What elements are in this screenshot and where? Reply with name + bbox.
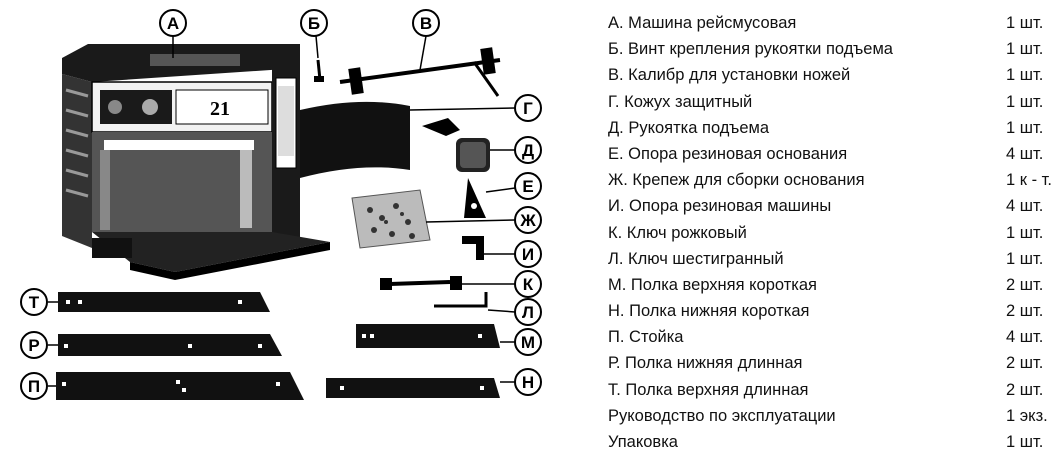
callout-l-label: Л [522,303,534,322]
part-name: А. Машина рейсмусовая [608,14,797,32]
callout-r-label: Р [28,336,39,355]
part-name: Д. Рукоятка подъема [608,118,770,137]
part-row: Е. Опора резиновая основания 4 шт. [608,141,1060,167]
part-name: М. Полка верхняя короткая [608,275,817,294]
part-name: Ж. Крепеж для сборки основания [608,171,865,190]
callout-e-circle [514,172,542,200]
part-row: Л. Ключ шестигранный 1 шт. [608,246,1060,272]
part-name: Е. Опора резиновая основания [608,144,848,163]
callout-b-label: Б [308,14,320,33]
part-name: Г. Кожух защитный [608,92,753,111]
callout-p-label: П [28,377,40,396]
thickness-planer-machine: 21 [62,44,330,280]
part-quantity: 1 шт. [1006,92,1044,111]
callout-zh-label: Ж [519,211,536,230]
part-name: Н. Полка нижняя короткая [608,302,810,321]
part-quantity: 2 шт. [1006,380,1044,399]
machine-rubber-foot [462,236,484,260]
lifting-handle [422,118,490,172]
part-row: И. Опора резиновая машины 4 шт. [608,193,1060,219]
part-name: Р. Полка нижняя длинная [608,354,803,373]
part-quantity: 1 шт. [1006,40,1044,59]
part-quantity: 2 шт. [1006,354,1044,373]
upper-short-shelf [356,324,500,348]
part-row: П. Стойка 4 шт. [608,324,1060,350]
part-name: В. Калибр для установки ножей [608,66,851,85]
part-quantity: 4 шт. [1006,144,1044,163]
part-row: Ж. Крепеж для сборки основания 1 к - т. [608,167,1060,193]
hex-key [434,292,488,308]
part-quantity: 4 шт. [1006,197,1044,216]
part-row: В. Калибр для установки ножей 1 шт. [608,62,1060,88]
callout-a-circle [159,9,187,37]
part-quantity: 1 экз. [1006,406,1048,425]
part-quantity: 4 шт. [1006,328,1044,347]
part-name: Б. Винт крепления рукоятки подъема [608,40,893,59]
callout-e-label: Е [522,177,533,196]
callout-n-label: Н [522,373,534,392]
callout-k-circle [514,270,542,298]
protective-cover [300,101,410,178]
lower-short-shelf [326,378,500,398]
fastener-bag [351,189,431,249]
callout-a-label: А [167,14,179,33]
stand-leg [56,372,304,400]
callout-v-circle [412,9,440,37]
part-row: Р. Полка нижняя длинная 2 шт. [608,350,1060,376]
part-row: А. Машина рейсмусовая 1 шт. [608,10,1060,36]
part-quantity: 1 шт. [1006,66,1044,85]
part-name: Л. Ключ шестигранный [608,249,784,268]
callout-d-circle [514,136,542,164]
part-name: И. Опора резиновая машины [608,197,832,216]
part-quantity: 2 шт. [1006,275,1044,294]
callout-k-label: К [523,275,534,294]
part-quantity: 1 шт. [1006,223,1044,242]
part-name: П. Стойка [608,328,684,347]
upper-long-shelf [58,292,270,312]
callout-m-label: М [521,333,535,352]
part-quantity: 1 шт. [1006,14,1044,32]
callout-p-circle [20,372,48,400]
callout-zh-circle [514,206,542,234]
handle-screw [314,59,324,82]
part-quantity: 1 шт. [1006,249,1044,268]
part-quantity: 2 шт. [1006,302,1044,321]
base-rubber-foot [464,178,486,218]
callout-t-label: Т [29,293,40,312]
part-quantity: 1 шт. [1006,118,1044,137]
part-row: К. Ключ рожковый 1 шт. [608,220,1060,246]
callout-m-circle [514,328,542,356]
callout-l-circle [514,298,542,326]
part-row: Т. Полка верхняя длинная 2 шт. [608,377,1060,403]
callout-g-circle [514,94,542,122]
part-row: Руководство по эксплуатации 1 экз. [608,403,1060,429]
parts-illustration: 21 А Б В Г [20,9,542,400]
callout-i-circle [514,240,542,268]
part-row: Упаковка 1 шт. [608,429,1060,455]
part-name: Упаковка [608,433,678,451]
part-quantity: 1 к - т. [1006,171,1052,190]
part-row: Г. Кожух защитный 1 шт. [608,89,1060,115]
part-name: Руководство по эксплуатации [608,406,836,425]
machine-badge: 21 [210,98,230,120]
callout-r-circle [20,331,48,359]
part-row: Д. Рукоятка подъема 1 шт. [608,115,1060,141]
open-end-wrench [380,276,462,290]
part-quantity: 1 шт. [1006,433,1044,451]
knife-setting-gauge [339,47,501,97]
part-row: Н. Полка нижняя короткая 2 шт. [608,298,1060,324]
part-name: Т. Полка верхняя длинная [608,380,809,399]
part-name: К. Ключ рожковый [608,223,747,242]
callout-t-circle [20,288,48,316]
callout-v-label: В [420,14,432,33]
callout-i-label: И [522,245,534,264]
part-row: М. Полка верхняя короткая 2 шт. [608,272,1060,298]
callout-d-label: Д [522,141,534,160]
callout-b-circle [300,9,328,37]
part-row: Б. Винт крепления рукоятки подъема 1 шт. [608,36,1060,62]
callout-n-circle [514,368,542,396]
callout-g-label: Г [523,99,533,118]
lower-long-shelf [58,334,282,356]
